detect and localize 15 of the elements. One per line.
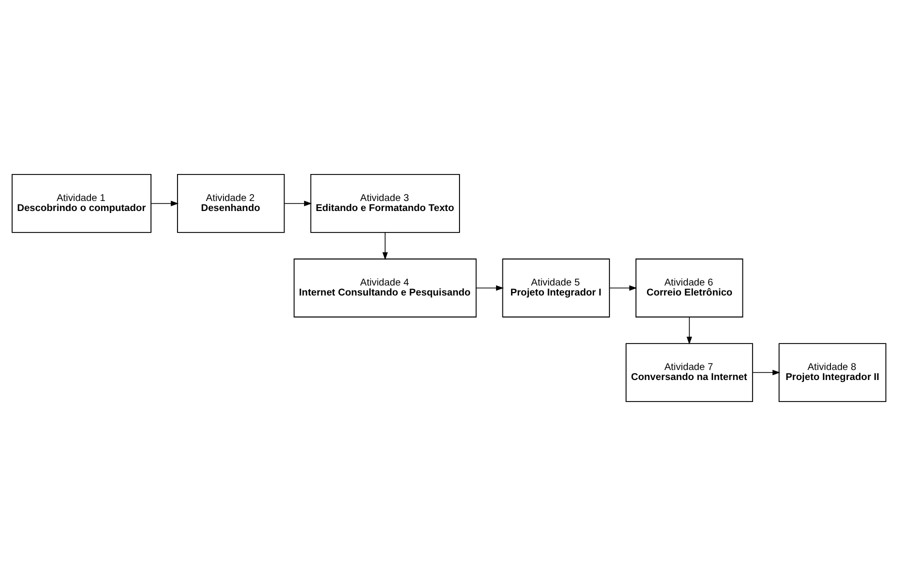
node-box: Atividade 8 Projeto Integrador II [778, 342, 886, 402]
arrow [609, 284, 638, 290]
node-box: Atividade 1 Descobrindo o computador [12, 174, 152, 232]
node-box: Atividade 3 Editando e Formatando Texto [310, 174, 460, 232]
arrow [686, 316, 692, 344]
arrow [150, 200, 179, 206]
arrow [752, 369, 780, 375]
node-box: Atividade 7 Conversando na Internet [626, 342, 754, 402]
arrow [476, 284, 504, 290]
node-box: Atividade 5 Projeto Integrador I [502, 258, 610, 317]
arrow [284, 200, 312, 206]
node-box: Atividade 6 Correio Eletrônico [636, 258, 744, 317]
node-box: Atividade 2 Desenhando [177, 174, 285, 232]
arrow [382, 232, 388, 260]
node-box: Atividade 4 Internet Consultando e Pesquisando [294, 258, 477, 317]
